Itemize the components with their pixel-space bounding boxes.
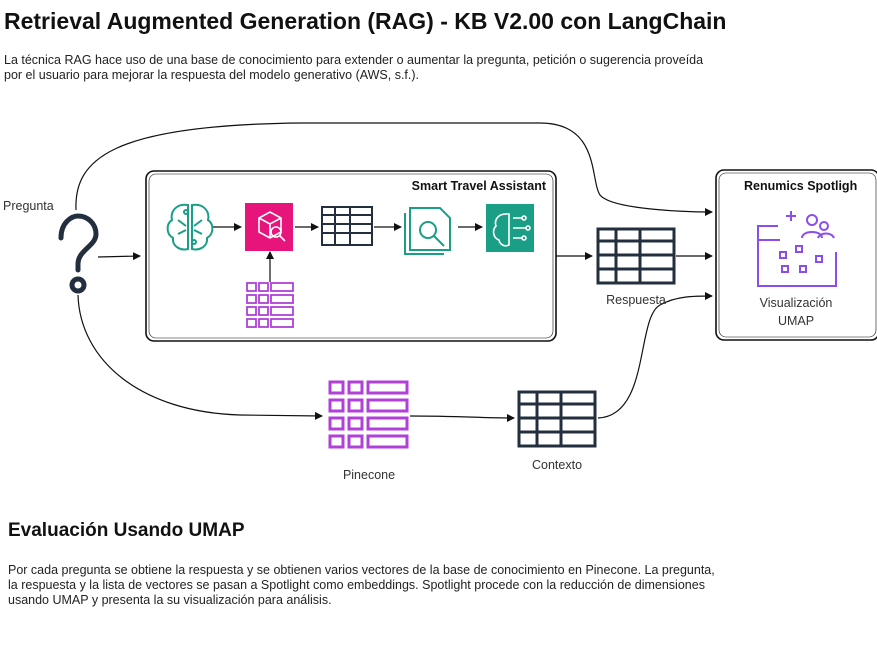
evaluation-line-1: Por cada pregunta se obtiene la respuest…	[8, 563, 715, 577]
question-mark-icon	[58, 213, 99, 294]
context-table-icon	[517, 390, 597, 448]
connectors	[75, 122, 713, 422]
visualization-label-line2: UMAP	[778, 314, 814, 328]
pinecone-grid-icon	[328, 380, 409, 449]
response-table-icon	[596, 227, 676, 285]
question-to-assistant-arrow	[97, 252, 141, 261]
neural-brain-icon	[166, 203, 214, 251]
table-icon	[321, 206, 373, 246]
evaluation-title: Evaluación Usando UMAP	[8, 520, 245, 541]
sagemaker-cube-icon	[245, 203, 293, 251]
rag-diagram: Smart Travel Assistant Renumics Spotligh…	[3, 122, 877, 482]
pinecone-label: Pinecone	[343, 468, 395, 482]
intro-paragraph: La técnica RAG hace uso de una base de c…	[4, 53, 804, 83]
document-search-icon	[404, 207, 451, 255]
renumics-spotlight-box: Renumics Spotligh	[715, 169, 877, 341]
context-label: Contexto	[532, 458, 582, 472]
spotlight-box-title: Renumics Spotligh	[744, 179, 857, 193]
pinecone-to-context-arrow	[409, 413, 515, 422]
bedrock-brain-icon	[486, 204, 534, 252]
question-to-spotlight-arc	[75, 122, 713, 216]
question-to-pinecone-curve	[77, 294, 323, 420]
intro-line-1: La técnica RAG hace uso de una base de c…	[4, 53, 704, 67]
vector-grid-icon	[246, 282, 294, 328]
umap-chart-icon	[757, 211, 837, 287]
question-label: Pregunta	[3, 199, 54, 213]
page-title: Retrieval Augmented Generation (RAG) - K…	[4, 8, 727, 34]
evaluation-line-2: la respuesta y la lista de vectores se p…	[8, 578, 705, 592]
evaluation-paragraph: Por cada pregunta se obtiene la respuest…	[8, 563, 818, 608]
evaluation-line-3: usando UMAP y presenta la su visualizaci…	[8, 593, 332, 607]
assistant-box-title: Smart Travel Assistant	[412, 179, 547, 193]
response-label: Respuesta	[606, 293, 666, 307]
intro-line-2: por el usuario para mejorar la respuesta…	[4, 68, 420, 82]
context-to-spotlight-curve	[597, 292, 713, 419]
smart-travel-assistant-box: Smart Travel Assistant	[145, 170, 557, 342]
visualization-label-line1: Visualización	[760, 296, 833, 310]
